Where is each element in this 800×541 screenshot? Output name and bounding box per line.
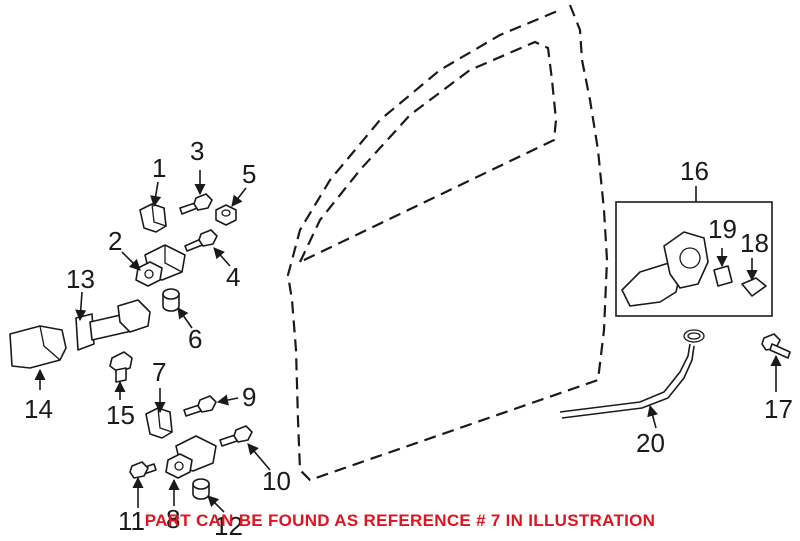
leader-lines xyxy=(34,170,782,513)
callout-5: 5 xyxy=(242,159,256,189)
callout-17: 17 xyxy=(764,394,793,424)
callout-7: 7 xyxy=(152,357,166,387)
callout-16: 16 xyxy=(680,156,709,186)
door-outline xyxy=(286,4,609,482)
part-20-cable xyxy=(559,329,705,419)
part-10-bolt xyxy=(219,425,253,447)
part-8-hinge xyxy=(165,435,217,479)
callout-11: 11 xyxy=(118,506,145,536)
part-15-bolt xyxy=(109,351,133,383)
callout-14: 14 xyxy=(24,394,53,424)
callout-3: 3 xyxy=(190,136,204,166)
part-12-bushing xyxy=(192,478,210,500)
callout-13: 13 xyxy=(66,264,95,294)
callout-1: 1 xyxy=(152,153,166,183)
part-1-bracket xyxy=(139,203,167,233)
callout-18: 18 xyxy=(740,228,769,258)
part-5-nut xyxy=(215,204,237,226)
part-6-bushing xyxy=(162,288,180,312)
callout-19: 19 xyxy=(708,214,737,244)
part-7-bracket xyxy=(145,407,173,439)
callout-20: 20 xyxy=(636,428,665,458)
callout-8: 8 xyxy=(166,504,180,534)
callout-labels: 1 2 3 4 5 6 7 8 9 10 11 12 13 14 15 16 1… xyxy=(24,136,793,541)
part-9-bolt xyxy=(183,395,217,417)
part-2-hinge xyxy=(135,244,186,287)
callout-4: 4 xyxy=(226,262,240,292)
part-14-handle-cap xyxy=(9,325,67,369)
part-3-bolt xyxy=(179,193,213,215)
part-11-bolt xyxy=(129,461,157,479)
callout-2: 2 xyxy=(108,226,122,256)
callout-15: 15 xyxy=(106,400,135,430)
part-13-door-check xyxy=(75,299,151,351)
part-17-bolt xyxy=(761,333,791,359)
part-16-motor-box xyxy=(615,201,773,317)
reference-note: PART CAN BE FOUND AS REFERENCE # 7 IN IL… xyxy=(144,511,656,530)
callout-9: 9 xyxy=(242,382,256,412)
callout-12: 12 xyxy=(214,511,243,541)
callout-6: 6 xyxy=(188,324,202,354)
part-4-bolt xyxy=(184,229,218,252)
callout-10: 10 xyxy=(262,466,291,496)
